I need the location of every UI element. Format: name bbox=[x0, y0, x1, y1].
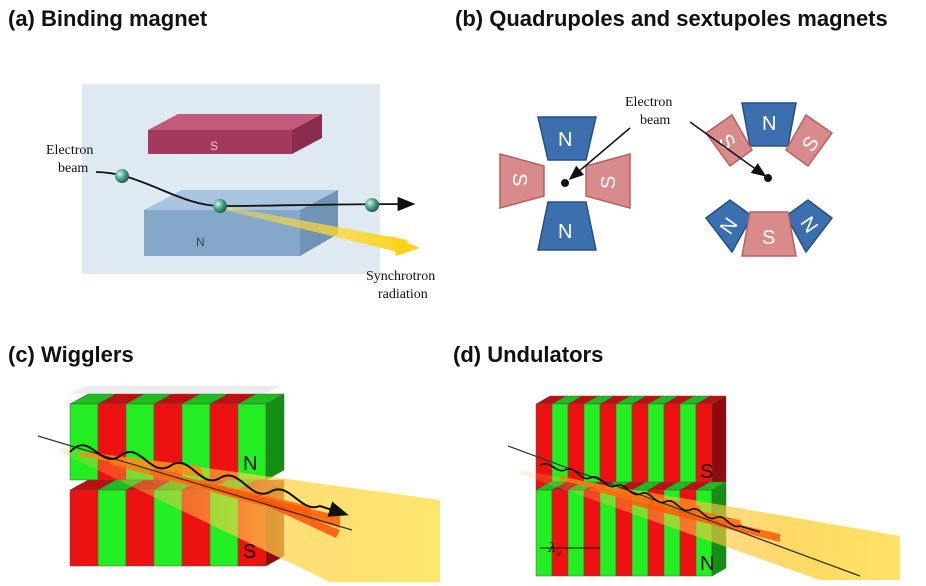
period-subscript: u bbox=[556, 549, 561, 558]
undulator-axis-line bbox=[507, 445, 861, 577]
panel-a-diagram: S N Electron beam Synchrotron radiation bbox=[46, 84, 435, 302]
undulator-top-block-8 bbox=[663, 403, 681, 491]
electron-3 bbox=[365, 198, 379, 212]
undulator-top-block-5 bbox=[615, 403, 633, 491]
quad-pole-bottom-label: N bbox=[558, 221, 572, 243]
sextupole-magnet: N S S N N S bbox=[704, 102, 834, 257]
panel-d-diagram: λ u S N bbox=[507, 395, 900, 580]
electron-beam-label-1: Electron bbox=[46, 143, 93, 158]
electron-beam-label-2: beam bbox=[58, 161, 88, 176]
period-label: λ bbox=[547, 541, 556, 556]
undulator-top-block-side bbox=[711, 395, 727, 491]
sext-pole-upper-right bbox=[785, 113, 834, 168]
sext-pole-top-label: N bbox=[762, 113, 776, 135]
sext-pole-upper-left bbox=[704, 113, 753, 168]
top-magnet-south: S bbox=[148, 114, 322, 154]
undulator-electron-path bbox=[539, 463, 761, 533]
sext-beam-dot bbox=[764, 174, 772, 182]
undulator-top-block-7 bbox=[647, 403, 665, 491]
synchrotron-radiation-beam bbox=[224, 206, 408, 252]
electron-1 bbox=[115, 169, 129, 183]
wiggler-top-end-label: N bbox=[243, 453, 257, 475]
panel-d-title: (d) Undulators bbox=[453, 342, 604, 367]
undulator-bottom-block-2 bbox=[567, 489, 585, 577]
wiggler-bottom-block-0 bbox=[69, 489, 99, 567]
wiggler-top-block-side bbox=[265, 393, 285, 481]
panel-b-diagram: N S S N N S S N N S bbox=[499, 95, 834, 257]
wiggler-top-block-5 bbox=[209, 403, 239, 481]
undulator-top-block-6 bbox=[631, 403, 649, 491]
top-magnet-label: S bbox=[210, 139, 218, 153]
undulator-top-end-label: S bbox=[700, 461, 713, 483]
panel-a-title: (a) Binding magnet bbox=[8, 6, 208, 31]
wiggler-electron-path bbox=[69, 444, 349, 517]
wiggler-axis-line bbox=[37, 435, 353, 531]
quad-pole-top bbox=[537, 116, 597, 161]
quad-pole-bottom bbox=[537, 201, 597, 251]
wiggler-bottom-block-1 bbox=[97, 489, 127, 567]
undulator-bottom-end-label: N bbox=[700, 553, 714, 575]
sext-pole-bottom-label: S bbox=[762, 227, 775, 249]
wiggler-radiation-fan bbox=[60, 448, 440, 582]
wiggler-bottom-end-label: S bbox=[243, 541, 256, 563]
undulator-top-block-4 bbox=[599, 403, 617, 491]
undulator-bottom-block-1 bbox=[551, 489, 569, 577]
bottom-magnet-label: N bbox=[196, 235, 205, 249]
quad-pole-right-label: S bbox=[598, 176, 620, 189]
quad-pole-right bbox=[585, 153, 631, 209]
quadrupole-magnet: N S S N bbox=[499, 116, 631, 251]
synchrotron-label-1: Synchrotron bbox=[366, 269, 435, 284]
wiggler-top-block-0 bbox=[69, 403, 99, 481]
panel-b-electron-label-2: beam bbox=[640, 113, 670, 128]
panel-c-diagram: NS bbox=[37, 386, 440, 582]
wiggler-top-array bbox=[69, 386, 285, 481]
sext-pole-bottom bbox=[741, 211, 797, 257]
quad-pole-left-label: S bbox=[508, 173, 530, 186]
panel-b-electron-label-1: Electron bbox=[625, 95, 672, 110]
electron-2 bbox=[213, 199, 227, 213]
quad-pole-left bbox=[499, 153, 545, 209]
synchrotron-label-2: radiation bbox=[378, 287, 428, 302]
quad-pointer-arrow bbox=[568, 127, 631, 180]
undulator-bottom-block-0 bbox=[535, 489, 553, 577]
quad-beam-dot bbox=[561, 179, 569, 187]
panel-c-title: (c) Wigglers bbox=[8, 342, 134, 367]
undulator-top-block-9 bbox=[679, 403, 697, 491]
panel-b-title: (b) Quadrupoles and sextupoles magnets bbox=[455, 6, 888, 31]
quad-pole-top-label: N bbox=[558, 129, 572, 151]
undulator-radiation-fan bbox=[520, 470, 900, 580]
sext-pointer-arrow bbox=[689, 121, 767, 177]
undulator-top-array bbox=[535, 395, 727, 491]
radiation-arrowhead bbox=[392, 236, 420, 256]
undulator-bottom-block-3 bbox=[583, 489, 601, 577]
wiggler-bottom-block-2 bbox=[125, 489, 155, 567]
